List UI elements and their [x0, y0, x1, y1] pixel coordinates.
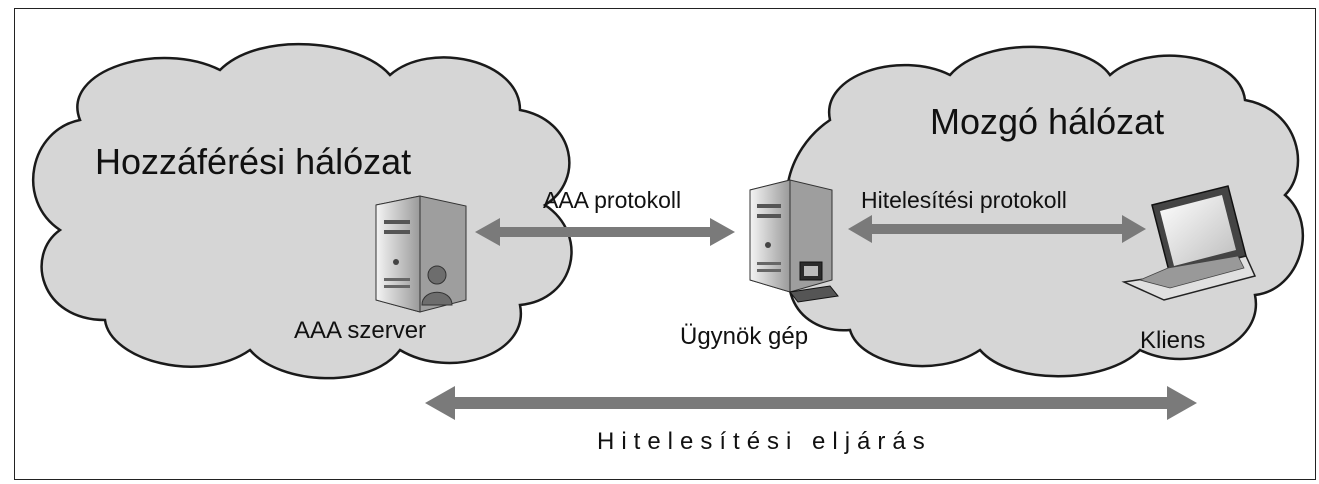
- aaa-protocol-label: AAA protokoll: [543, 187, 681, 213]
- aaa-server-icon: [375, 195, 467, 313]
- agent-label: Ügynök gép: [680, 323, 808, 350]
- agent-computer-icon: [749, 179, 839, 303]
- auth-procedure-label: Hitelesítési eljárás: [597, 428, 932, 455]
- auth-protocol-label: Hitelesítési protokoll: [861, 187, 1067, 213]
- auth-protocol-arrow: [848, 215, 1146, 243]
- aaa-protocol-arrow: [475, 218, 735, 246]
- access-network-title: Hozzáférési hálózat: [95, 141, 411, 182]
- client-label: Kliens: [1140, 327, 1205, 354]
- laptop-client-icon: [1121, 185, 1257, 301]
- auth-procedure-arrow: [425, 386, 1197, 420]
- mobile-network-title: Mozgó hálózat: [930, 101, 1164, 142]
- aaa-server-label: AAA szerver: [294, 317, 426, 344]
